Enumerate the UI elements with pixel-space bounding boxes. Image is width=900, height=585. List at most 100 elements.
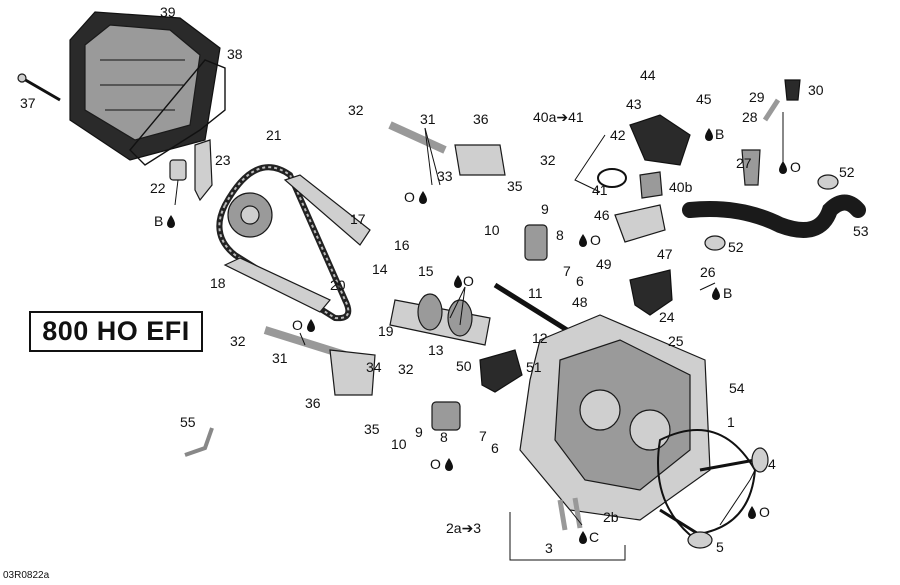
callout-53: 53 [853,223,869,239]
callout-52-lower: 52 [728,239,744,255]
callout-37: 37 [20,95,36,111]
oil-drop-icon [579,234,587,247]
callout-45: 45 [696,91,712,107]
svg-text:B: B [723,285,732,301]
grease-b-mark-22: B [154,213,175,229]
grease-b-mark-45: B [705,126,724,142]
callout-38: 38 [227,46,243,62]
sensor-30-part [784,79,801,101]
callout-18: 18 [210,275,226,291]
head-gasket-part [657,429,757,537]
callout-42: 42 [610,127,626,143]
oil-drop-icon [712,287,720,300]
model-label-box: 800 HO EFI [29,311,203,352]
model-label: 800 HO EFI [42,316,190,346]
callout-51: 51 [526,359,542,375]
callout-40a-41: 40a➔41 [533,109,584,125]
callout-1: 1 [727,414,735,430]
oil-drop-icon [748,506,756,519]
lubricant-marks: O O O O O O O B [154,126,801,545]
svg-text:O: O [590,232,601,248]
callout-11: 11 [528,285,543,301]
chain-tensioner-guide-part [223,257,331,313]
oil-drop-icon [779,161,787,174]
callout-24: 24 [659,309,675,325]
callout-47: 47 [657,246,673,262]
svg-text:O: O [759,504,770,520]
exhaust-valve-part [659,508,713,549]
callout-32-c: 32 [230,333,246,349]
leader-lines [174,112,784,561]
callout-7-upper: 7 [563,263,571,279]
callout-34: 34 [366,359,382,375]
callout-19: 19 [378,323,394,339]
callout-21: 21 [266,127,282,143]
oil-drop-icon [419,191,427,204]
tube-55-part [184,427,214,457]
svg-text:O: O [404,189,415,205]
callout-49: 49 [596,256,612,272]
oil-mark-7-upper: O [579,232,601,248]
thermostat-part [639,171,663,199]
callout-6-lower: 6 [491,440,499,456]
callout-8-upper: 8 [556,227,564,243]
callout-48: 48 [572,294,588,310]
svg-text:B: B [715,126,724,142]
oil-mark-27: O [779,159,801,175]
callout-33: 33 [437,168,453,184]
rocker-arm-lower-part [329,349,376,396]
compound-c-mark-3: C [579,529,599,545]
callout-6-upper: 6 [576,273,584,289]
plug-22-part [169,159,187,181]
oil-mark-33: O [404,189,427,205]
callout-10-upper: 10 [484,222,500,238]
callout-32-b: 32 [540,152,556,168]
oil-mark-31: O [292,317,315,333]
callout-20: 20 [330,277,346,293]
svg-text:B: B [154,213,163,229]
camshaft-part [389,293,491,346]
oil-drop-icon [454,275,462,288]
callout-labels: 1 2b 2a➔3 3 4 5 6 6 7 7 8 8 9 9 10 10 11… [20,4,869,556]
thermostat-housing-part [629,114,691,166]
oil-drop-icon [445,458,453,471]
sensor-51-part [479,349,523,393]
valve-cover-part [69,11,221,161]
sensor-shaft-part [762,98,781,122]
callout-5: 5 [716,539,724,555]
oil-mark-7-lower: O [430,456,453,472]
callout-16: 16 [394,237,410,253]
callout-3: 3 [545,540,553,556]
callout-9-lower: 9 [415,424,423,440]
callout-17: 17 [350,211,366,227]
hose-clamp-lower-part [704,235,726,251]
callout-35-upper: 35 [507,178,523,194]
callout-36-lower: 36 [305,395,321,411]
valve-guides-part [557,497,583,531]
callout-32-d: 32 [398,361,414,377]
valve-24-part [629,269,673,316]
intake-valve-part [699,447,769,473]
svg-text:C: C [589,529,599,545]
grease-b-mark-26: B [712,285,732,301]
svg-text:O: O [430,456,441,472]
callout-43: 43 [626,96,642,112]
timing-chain-part [216,164,352,322]
callout-31-upper: 31 [420,111,436,127]
callout-44: 44 [640,67,656,83]
callout-54: 54 [729,380,745,396]
callout-41: 41 [592,182,608,198]
callout-26: 26 [700,264,716,280]
callout-23: 23 [215,152,231,168]
o-ring-41-part [597,168,627,188]
callout-55: 55 [180,414,196,430]
callout-30: 30 [808,82,824,98]
callout-27: 27 [736,155,752,171]
callout-8-lower: 8 [440,429,448,445]
rocker-arm-upper-part [454,144,506,176]
callout-15: 15 [418,263,434,279]
callout-32-a: 32 [348,102,364,118]
callout-28: 28 [742,109,758,125]
callout-2b: 2b [603,509,619,525]
